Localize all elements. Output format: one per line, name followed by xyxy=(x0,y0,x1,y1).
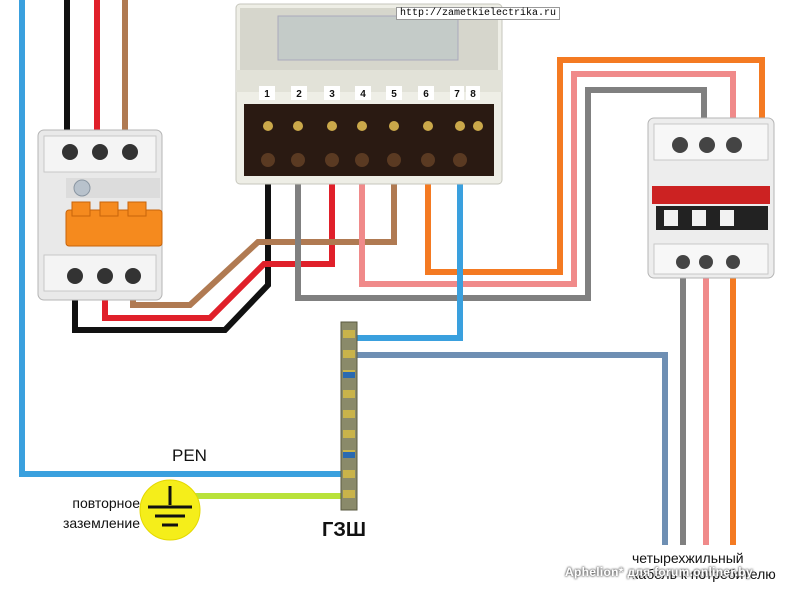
pen-label: PEN xyxy=(172,446,207,465)
repeat-ground-label: повторное заземление xyxy=(40,493,140,533)
repeat-ground-label-line1: повторное xyxy=(72,495,140,511)
breaker-out-brown-wire xyxy=(130,178,397,308)
meter-terminal-8: 8 xyxy=(470,89,476,100)
electricity-meter: 1 2 3 4 5 6 7 8 xyxy=(235,3,503,185)
meter-terminal-2: 2 xyxy=(296,89,302,100)
breaker-out-black-wire xyxy=(72,178,271,333)
repeat-ground-label-line2: заземление xyxy=(62,515,140,531)
meter-terminal-6: 6 xyxy=(423,89,429,100)
meter-out-orange-wire xyxy=(425,57,765,275)
meter-terminal-7: 7 xyxy=(454,89,460,100)
cable-label-line1: четырехжильный xyxy=(632,550,744,566)
ground-icon xyxy=(139,479,201,541)
cable-label-line2: кабель к потребителю xyxy=(632,566,776,582)
cable-neutral-wire xyxy=(352,352,668,545)
meter-terminal-5: 5 xyxy=(391,89,397,100)
meter-url-tag: http://zametkielectrika.ru xyxy=(396,7,561,20)
breaker-out-red-wire xyxy=(102,178,335,321)
pen-wire xyxy=(19,0,348,477)
watermark: Aphelion* для forum.onliner.by xyxy=(565,565,753,579)
cable-label: четырехжильный кабель к потребителю xyxy=(632,550,776,582)
meter-terminal-1: 1 xyxy=(264,89,270,100)
load-circuit-breaker xyxy=(647,117,775,279)
meter-out-pink-wire xyxy=(359,71,736,287)
meter-terminal-4: 4 xyxy=(360,89,366,100)
meter-neutral-wire xyxy=(350,178,463,341)
input-circuit-breaker xyxy=(37,129,163,301)
meter-out-gray-wire xyxy=(295,87,707,301)
main-grounding-bus xyxy=(340,321,358,511)
meter-terminal-3: 3 xyxy=(329,89,335,100)
bus-label: ГЗШ xyxy=(322,519,366,541)
